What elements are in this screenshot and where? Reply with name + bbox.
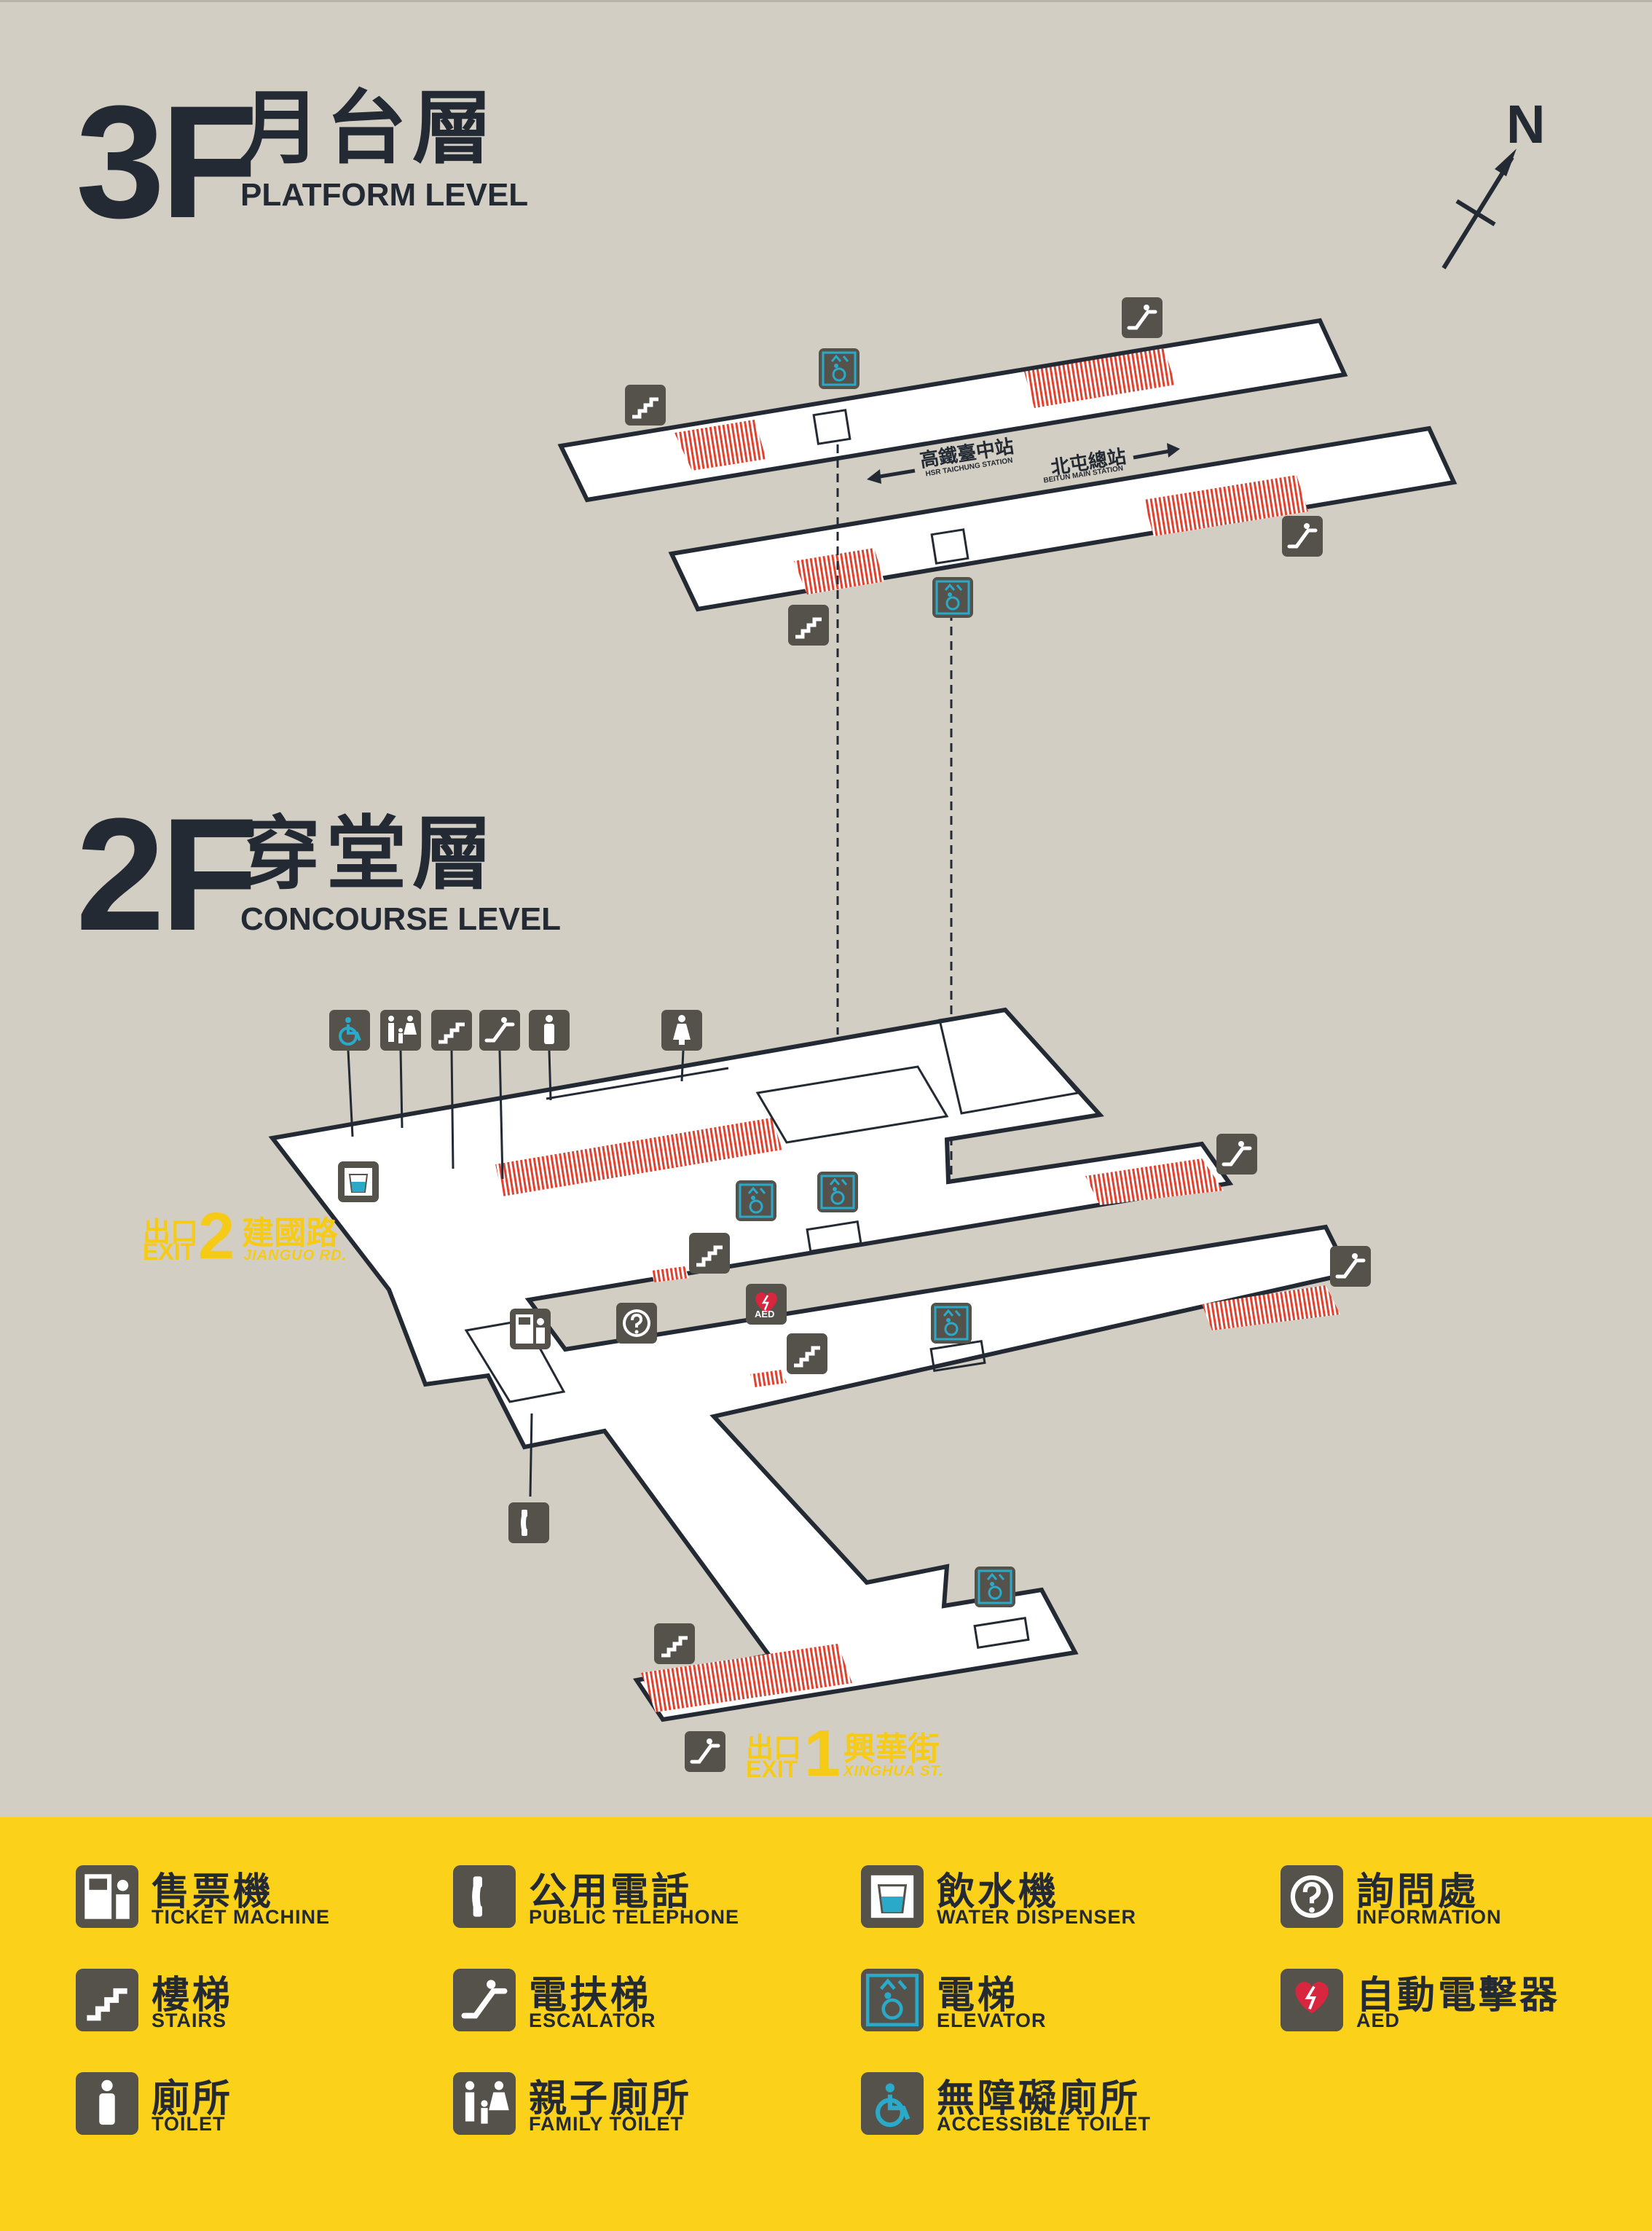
exit-1-chukou: 出口 <box>746 1733 802 1764</box>
concourse-level-number: 2F <box>76 785 259 964</box>
legend-label-zh: 公用電話 <box>529 1871 693 1913</box>
leader-lines <box>347 1050 685 1497</box>
exit-2-street-zh: 建國路 <box>242 1215 338 1251</box>
escalator-icon <box>479 1010 520 1051</box>
stairs-icon <box>689 1233 730 1274</box>
stairs-icon <box>76 1969 138 2031</box>
escalator-icon <box>1122 297 1163 338</box>
male-toilet-icon <box>529 1010 570 1051</box>
legend-label-en: TICKET MACHINE <box>152 1906 330 1928</box>
family-toilet-icon <box>453 2072 516 2135</box>
water-dispenser-icon <box>337 1161 379 1203</box>
exit-2-chukou: 出口 <box>143 1218 199 1248</box>
legend-label-zh: 飲水機 <box>937 1871 1060 1913</box>
legend-label-en: ELEVATOR <box>937 2010 1047 2031</box>
legend-label-en: PUBLIC TELEPHONE <box>529 1906 740 1928</box>
legend-label-en: INFORMATION <box>1356 1906 1502 1928</box>
exit-1-street-zh: 興華街 <box>843 1731 940 1767</box>
stairs-icon <box>787 1333 827 1374</box>
legend-label-en: ACCESSIBLE TOILET <box>937 2113 1152 2135</box>
escalator-icon <box>453 1969 516 2031</box>
legend-label-zh: 詢問處 <box>1356 1871 1479 1913</box>
ticket-machine-icon <box>76 1865 138 1928</box>
platform-lower <box>668 426 1458 612</box>
exit-1-street-en: XINGHUA ST. <box>843 1763 944 1779</box>
legend-label-zh: 售票機 <box>152 1871 275 1913</box>
legend-label-en: AED <box>1356 2010 1401 2031</box>
exit-1-number: 1 <box>804 1717 841 1790</box>
legend-label-en: WATER DISPENSER <box>937 1906 1137 1928</box>
exit-2-exit: EXIT <box>143 1239 195 1265</box>
compass-north-label: N <box>1506 94 1546 154</box>
escalator-icon <box>1330 1246 1371 1287</box>
legend-label-zh: 自動電擊器 <box>1356 1975 1561 2017</box>
legend-label-en: ESCALATOR <box>529 2010 656 2031</box>
elevator-icon <box>734 1179 778 1223</box>
stairs-icon <box>788 605 829 646</box>
ticket-machine-icon <box>510 1309 551 1349</box>
platform-level-number: 3F <box>76 72 259 251</box>
stairs-icon <box>654 1623 695 1664</box>
concourse-level-title-zh: 穿堂層 <box>240 809 498 899</box>
telephone-icon <box>453 1865 516 1928</box>
legend-label-en: TOILET <box>152 2113 226 2135</box>
elevator-icon <box>929 1301 973 1345</box>
female-toilet-icon <box>661 1010 702 1051</box>
exit-2-number: 2 <box>198 1200 235 1273</box>
family-toilet-icon <box>380 1010 421 1051</box>
legend-label-zh: 電梯 <box>937 1975 1019 2017</box>
platform-level-title-zh: 月台層 <box>240 84 498 173</box>
elevator-icon <box>816 1170 860 1214</box>
direction-arrows <box>867 443 1180 484</box>
escalator-icon <box>685 1731 725 1772</box>
toilet-icon <box>76 2072 138 2135</box>
elevator-icon <box>973 1565 1017 1609</box>
stairs-icon <box>625 385 666 426</box>
elevator-icon <box>931 576 975 619</box>
aed-icon <box>1281 1969 1343 2031</box>
information-icon <box>615 1301 658 1345</box>
escalator-icon <box>1282 516 1323 557</box>
legend-label-zh: 電扶梯 <box>529 1975 652 2017</box>
legend-label-en: FAMILY TOILET <box>529 2113 684 2135</box>
legend-panel: 售票機 TICKET MACHINE 公用電話 PUBLIC TELEPHONE… <box>0 1817 1652 2231</box>
platform-upper <box>557 318 1348 503</box>
escalator-icon <box>1216 1134 1257 1175</box>
station-floor-map <box>268 149 1517 1817</box>
accessible-toilet-icon <box>328 1008 371 1052</box>
stairs-icon <box>431 1010 472 1051</box>
elevator-icon <box>817 347 861 391</box>
legend-label-en: STAIRS <box>152 2010 227 2031</box>
legend-label-zh: 親子廁所 <box>529 2078 693 2120</box>
exit-1-exit: EXIT <box>746 1756 798 1782</box>
information-icon <box>1281 1865 1343 1928</box>
top-border <box>0 0 1652 2</box>
telephone-icon <box>508 1502 549 1543</box>
accessible-toilet-icon <box>861 2072 924 2135</box>
platform-level-title-en: PLATFORM LEVEL <box>240 177 529 213</box>
legend-label-zh: 樓梯 <box>152 1975 234 2017</box>
elevator-icon <box>861 1969 924 2031</box>
exit-2-street-en: JIANGUO RD. <box>243 1247 347 1263</box>
water-dispenser-icon <box>861 1865 924 1928</box>
concourse-level-title-en: CONCOURSE LEVEL <box>240 901 562 937</box>
map-aed-badge: AED <box>755 1309 775 1320</box>
legend-label-zh: 廁所 <box>152 2078 234 2120</box>
legend-label-zh: 無障礙廁所 <box>937 2078 1141 2120</box>
compass-arrow-icon <box>1441 149 1517 270</box>
